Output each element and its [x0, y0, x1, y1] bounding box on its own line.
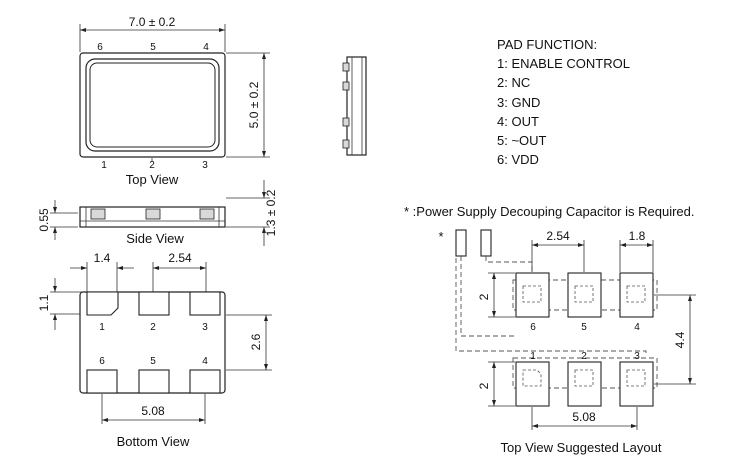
layout-pad-5: [567, 272, 602, 318]
layout-pin-2: 2: [581, 351, 587, 362]
right-side-body: [346, 56, 367, 156]
layout-pad-width-dim: 1.8: [629, 229, 646, 243]
pad-function-title: PAD FUNCTION:: [497, 37, 598, 52]
bottom-pin-4: 4: [202, 356, 208, 367]
bottom-pad-3: [189, 291, 221, 316]
layout-pad-4: [619, 272, 654, 318]
layout-pad-height-top-dim: 2: [477, 293, 491, 300]
top-pin-6: 6: [97, 42, 103, 53]
bottom-pad-5: [138, 369, 170, 394]
right-side-view: [342, 56, 367, 156]
side-view: 1.3 ± 0.2 0.55 Side View: [37, 180, 278, 246]
bottom-view: 1.4 2.54 1.1 1 2 3 6 5 4 2.6: [37, 251, 272, 449]
bottom-pin-1: 1: [99, 322, 105, 333]
top-pin-1: 1: [101, 160, 107, 171]
top-lid-outer: [85, 58, 220, 152]
bottom-pad-height-dim: 1.1: [37, 294, 51, 311]
pad-function-list: PAD FUNCTION: 1: ENABLE CONTROL 2: NC 3:…: [497, 35, 630, 169]
capacitor-marker: *: [438, 229, 443, 244]
top-pin-4: 4: [203, 42, 209, 53]
capacitor-pad-right: [480, 229, 492, 257]
pad-function-item: 1: ENABLE CONTROL: [497, 56, 630, 72]
side-low-dim: 0.55: [37, 208, 51, 232]
layout-pad-1: [515, 361, 550, 407]
top-pin-5: 5: [150, 42, 156, 53]
layout-view: * 6 5 4 1 2 3 2.54: [438, 229, 696, 455]
bottom-pin-2: 2: [150, 322, 156, 333]
bottom-pad-4: [189, 369, 221, 394]
top-package-body: [79, 52, 226, 158]
layout-outline-bottom: [512, 357, 658, 389]
pad-function-item: 3: GND: [497, 94, 541, 110]
pad-function-item: 4: OUT: [497, 113, 539, 129]
top-width-dim: 7.0 ± 0.2: [129, 15, 176, 29]
layout-pad-height-bottom-dim: 2: [477, 382, 491, 389]
layout-pin-6: 6: [530, 322, 536, 333]
bottom-pin-6: 6: [99, 356, 105, 367]
bottom-pad-6: [86, 369, 118, 394]
layout-pad-2: [567, 361, 602, 407]
layout-pitch-dim: 2.54: [546, 229, 570, 243]
layout-pin-5: 5: [581, 322, 587, 333]
top-pin-3: 3: [202, 160, 208, 171]
bottom-pin-3: 3: [202, 322, 208, 333]
bottom-pad-2: [138, 291, 170, 316]
layout-view-caption: Top View Suggested Layout: [501, 440, 662, 455]
bottom-pad-1: [86, 291, 119, 316]
side-view-caption: Side View: [126, 231, 184, 246]
bottom-view-caption: Bottom View: [117, 434, 190, 449]
top-pin-2: 2: [149, 160, 155, 171]
bottom-pitch-dim: 2.54: [168, 251, 192, 265]
layout-pad-6: [515, 272, 550, 318]
layout-pin-4: 4: [634, 322, 640, 333]
bottom-row-gap-dim: 2.6: [249, 333, 263, 350]
top-lid-inner: [89, 62, 216, 148]
top-view-caption: Top View: [126, 172, 179, 187]
pad-function-item: 5: ~OUT: [497, 133, 547, 149]
bottom-pin-5: 5: [150, 356, 156, 367]
capacitor-pad-left: [455, 229, 467, 257]
bottom-pad-width-dim: 1.4: [94, 251, 111, 265]
layout-span-dim: 5.08: [572, 410, 596, 424]
side-height-dim: 1.3 ± 0.2: [264, 189, 278, 236]
layout-pin-3: 3: [634, 351, 640, 362]
top-view: 7.0 ± 0.2 6 5 4 1 2 3 Top View 5.0 ± 0.2: [79, 15, 270, 187]
bottom-span-dim: 5.08: [141, 404, 165, 418]
layout-row-span-dim: 4.4: [673, 331, 687, 348]
top-height-dim: 5.0 ± 0.2: [247, 81, 261, 128]
decoupling-note: * :Power Supply Decouping Capacitor is R…: [404, 204, 695, 219]
layout-pin-1: 1: [530, 351, 536, 362]
layout-pad-3: [619, 361, 654, 407]
pad-function-item: 2: NC: [497, 75, 531, 91]
pad-function-item: 6: VDD: [497, 152, 539, 168]
